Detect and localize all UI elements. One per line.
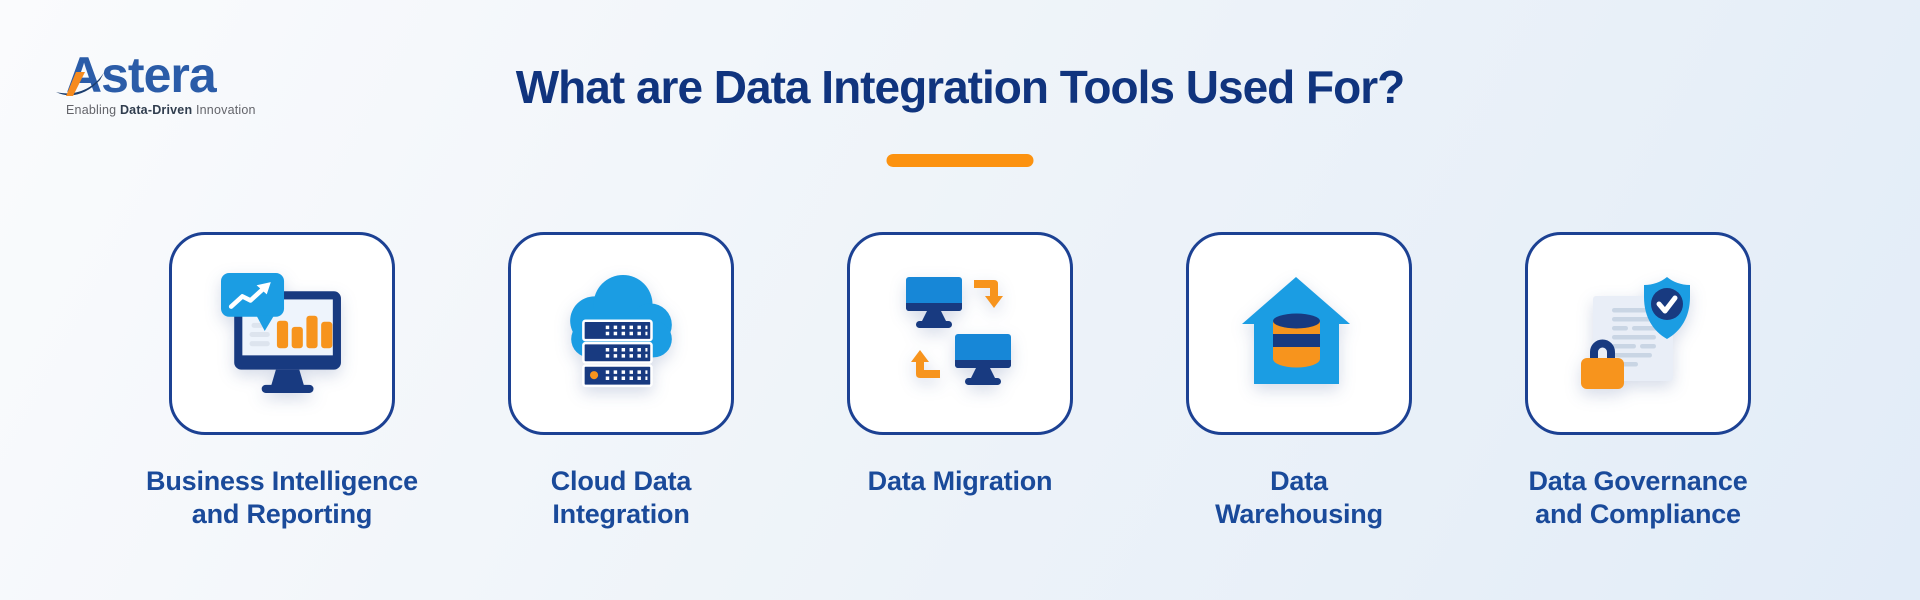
data-governance-icon (1581, 276, 1690, 389)
logo-brand-text: Astera (66, 47, 217, 103)
title-underline (886, 154, 1034, 167)
tagline-suffix: Innovation (192, 103, 256, 117)
card-label: Cloud Data Integration (551, 465, 692, 531)
card-label-line: and Compliance (1535, 499, 1741, 529)
logo-tagline: Enabling Data-Driven Innovation (66, 103, 256, 117)
card-label-line: Cloud Data (550, 466, 692, 496)
card-label-line: Integration (552, 499, 690, 529)
cloud-data-integration-icon (570, 274, 672, 387)
bi-reporting-icon (221, 272, 341, 393)
astera-logo: Astera Enabling Data-Driven Innovation (56, 47, 256, 117)
card-label-line: Data (1270, 466, 1328, 496)
data-migration-icon (906, 276, 1011, 385)
card-label: Data Warehousing (1215, 465, 1383, 531)
page-title: What are Data Integration Tools Used For… (515, 61, 1405, 113)
card-data-warehousing: Data Warehousing (1130, 232, 1469, 531)
card-cloud-data-integration: Cloud Data Integration (452, 232, 791, 531)
card-label-line: Data Migration (867, 466, 1053, 496)
tagline-bold: Data-Driven (119, 103, 193, 117)
card-frame (1186, 232, 1412, 435)
card-frame (1525, 232, 1751, 435)
card-business-intelligence: Business Intelligence and Reporting (113, 232, 452, 531)
card-label-line: and Reporting (191, 499, 373, 529)
card-label-line: Warehousing (1215, 499, 1383, 529)
card-label-line: Data Governance (1528, 466, 1748, 496)
card-data-governance: Data Governance and Compliance (1469, 232, 1808, 531)
card-label: Data Governance and Compliance (1528, 465, 1747, 531)
data-warehousing-icon (1242, 276, 1350, 384)
card-data-migration: Data Migration (791, 232, 1130, 531)
card-label: Business Intelligence and Reporting (146, 465, 418, 531)
card-label: Data Migration (868, 465, 1053, 498)
cards-row: Business Intelligence and Reporting (0, 232, 1920, 531)
card-frame (508, 232, 734, 435)
card-label-line: Business Intelligence (146, 466, 418, 496)
card-frame (169, 232, 395, 435)
tagline-prefix: Enabling (66, 103, 120, 117)
card-frame (847, 232, 1073, 435)
